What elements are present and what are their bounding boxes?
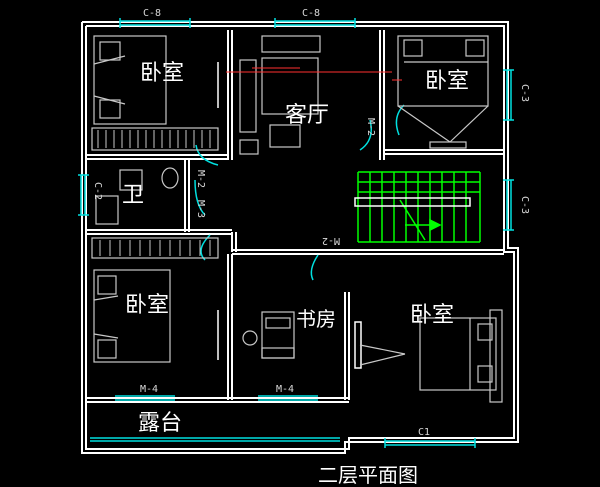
- window-c2-left: [78, 174, 89, 216]
- furniture: [91, 35, 503, 403]
- tag-c3-lower: C-3: [519, 196, 530, 214]
- tag-c3-upper: C-3: [519, 84, 530, 102]
- tag-m3-bath: M-3: [195, 200, 206, 218]
- tag-m4-mid: M-4: [276, 384, 294, 395]
- room-label-terrace: 露台: [138, 411, 182, 436]
- room-label-bedroom-nw: 卧室: [140, 61, 184, 86]
- interior-walls: [86, 30, 504, 403]
- window-c3-upper: [503, 69, 514, 121]
- tag-m2-living: M-2: [365, 118, 376, 136]
- accent-marks: [226, 67, 402, 81]
- windows: [78, 18, 514, 448]
- outer-walls: [81, 21, 519, 454]
- tag-c8-mid: C-8: [302, 8, 320, 19]
- tag-c8-left: C-8: [143, 8, 161, 19]
- tag-m4-left: M-4: [140, 384, 158, 395]
- window-c8-left: [119, 18, 191, 28]
- window-m4-left: [115, 395, 175, 401]
- stair: [357, 171, 481, 243]
- window-c3-lower: [503, 179, 514, 231]
- room-label-bedroom-w: 卧室: [125, 293, 169, 318]
- room-label-study: 书房: [296, 307, 336, 331]
- room-label-bathroom: 卫: [122, 183, 144, 208]
- stair-landing: [354, 197, 471, 207]
- room-label-bedroom-e: 卧室: [410, 303, 454, 328]
- window-m4-mid: [258, 395, 318, 401]
- tag-c1: C1: [418, 427, 430, 438]
- room-label-living: 客厅: [285, 103, 329, 128]
- window-terrace: [90, 437, 340, 442]
- window-c8-mid: [274, 18, 356, 28]
- tag-c2-left: C-2: [92, 182, 103, 200]
- tag-m2-corridor: M-2: [322, 235, 340, 246]
- room-label-bedroom-ne: 卧室: [425, 69, 469, 94]
- window-c1: [384, 438, 476, 448]
- plan-title: 二层平面图: [318, 463, 418, 487]
- tag-m2-bath: M-2: [195, 170, 206, 188]
